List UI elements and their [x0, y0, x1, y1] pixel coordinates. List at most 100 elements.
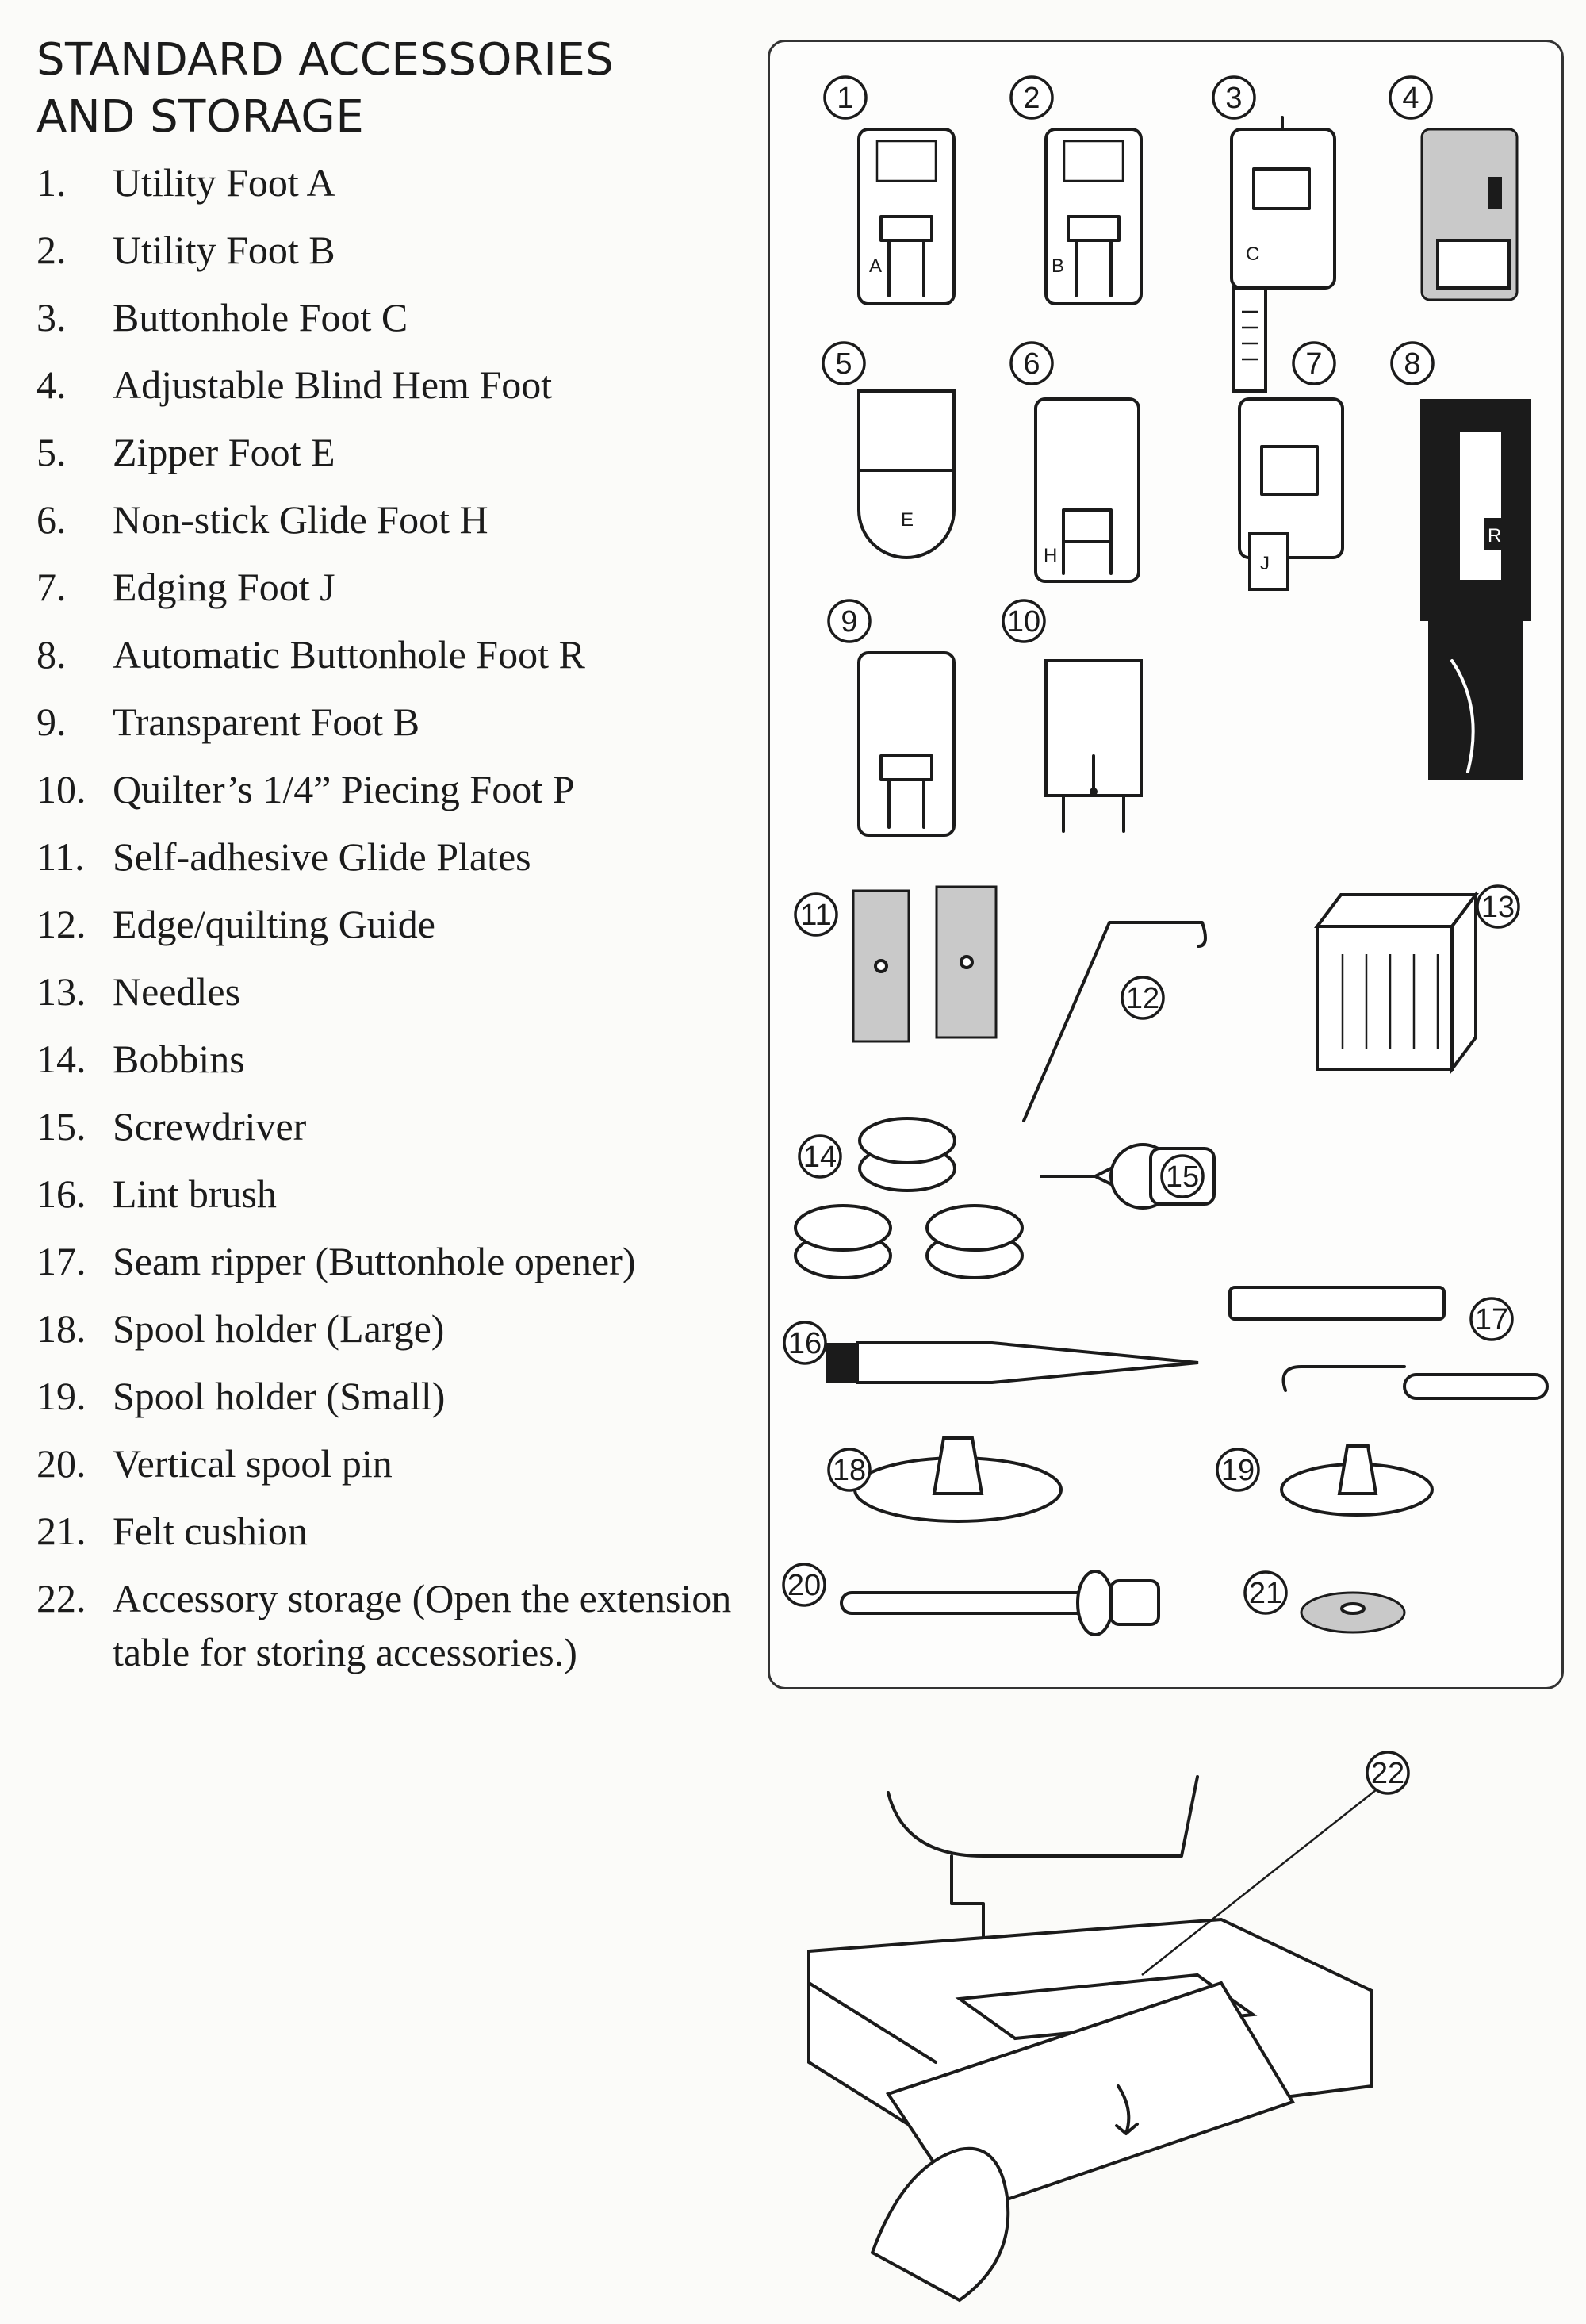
list-item: 4.Adjustable Blind Hem Foot: [36, 358, 750, 425]
svg-text:3: 3: [1225, 82, 1242, 115]
callout-19: 19: [1216, 1448, 1260, 1492]
machine-head-outline: [887, 1775, 1199, 1858]
item-name: Accessory storage (Open the extension ta…: [113, 1576, 732, 1674]
item-number: 5.: [36, 430, 67, 474]
list-item: 19.Spool holder (Small): [36, 1369, 750, 1436]
item-number: 1.: [36, 160, 67, 205]
item-name: Adjustable Blind Hem Foot: [113, 362, 553, 407]
svg-text:19: 19: [1221, 1454, 1255, 1487]
item-number: 15.: [36, 1104, 86, 1149]
quilting-foot-p-illustration: [1044, 659, 1143, 833]
list-item: 1. Utility Foot A: [36, 155, 750, 223]
svg-text:16: 16: [788, 1327, 822, 1360]
item-name: Screwdriver: [113, 1104, 307, 1149]
quilting-guide-illustration: [1022, 921, 1207, 1122]
utility-foot-a-illustration: A: [857, 128, 956, 305]
svg-text:10: 10: [1007, 605, 1040, 639]
foot-letter-c: C: [1246, 244, 1259, 265]
foot-letter-h: H: [1044, 545, 1057, 566]
open-arrow-icon: [1115, 2084, 1139, 2135]
item-name: Spool holder (Small): [113, 1374, 446, 1418]
svg-text:14: 14: [803, 1141, 837, 1174]
blind-hem-foot-illustration: [1420, 128, 1519, 301]
spool-holder-large-illustration: [853, 1436, 1063, 1523]
foot-letter-r: R: [1488, 525, 1501, 546]
item-name: Utility Foot A: [113, 160, 335, 205]
list-item: 8.Automatic Buttonhole Foot R: [36, 627, 750, 695]
callout-13: 13: [1476, 884, 1520, 929]
list-item: 22. Accessory storage (Open the extension…: [36, 1571, 750, 1738]
glide-plates-illustration: [852, 885, 998, 1043]
callout-1: 1: [823, 75, 868, 120]
callout-16: 16: [783, 1321, 827, 1365]
svg-text:9: 9: [841, 605, 857, 639]
item-name: Automatic Buttonhole Foot R: [113, 632, 585, 677]
item-number: 14.: [36, 1037, 86, 1081]
edging-foot-j-illustration: J: [1238, 397, 1344, 591]
callout-22-leader: [1141, 1780, 1389, 1976]
item-number: 7.: [36, 565, 67, 609]
list-item: 13. Needles: [36, 964, 750, 1032]
svg-text:7: 7: [1305, 347, 1322, 381]
item-name: Edge/quilting Guide: [113, 902, 435, 946]
list-item: 12. Edge/quilting Guide: [36, 897, 750, 964]
item-number: 6.: [36, 497, 67, 542]
item-number: 3.: [36, 295, 67, 339]
spool-holder-small-illustration: [1280, 1444, 1434, 1517]
callout-5: 5: [822, 341, 866, 385]
item-number: 22.: [36, 1576, 86, 1620]
list-item: 17. Seam ripper (Buttonhole opener): [36, 1234, 750, 1302]
item-name: Utility Foot B: [113, 228, 335, 272]
svg-text:11: 11: [800, 899, 831, 932]
list-item: 7.Edging Foot J: [36, 560, 750, 627]
item-name: Transparent Foot B: [113, 700, 420, 744]
item-name: Zipper Foot E: [113, 430, 335, 474]
heading-line-2: AND STORAGE: [36, 91, 365, 143]
zipper-foot-e-illustration: E: [857, 389, 956, 559]
callout-17: 17: [1469, 1297, 1514, 1341]
callout-20: 20: [782, 1563, 826, 1607]
item-name: Felt cushion: [113, 1509, 308, 1553]
accessories-illustration: A B C: [782, 75, 1549, 1636]
lint-brush-illustration: [826, 1341, 1199, 1384]
item-number: 10.: [36, 767, 86, 811]
callout-8: 8: [1390, 341, 1435, 385]
item-number: 13.: [36, 969, 86, 1014]
seam-ripper-illustration: [1228, 1286, 1549, 1400]
svg-text:8: 8: [1404, 347, 1420, 381]
svg-text:21: 21: [1249, 1577, 1282, 1610]
list-item: 20.Vertical spool pin: [36, 1436, 750, 1504]
svg-text:12: 12: [1126, 982, 1159, 1015]
svg-text:15: 15: [1166, 1160, 1199, 1194]
item-name: Seam ripper (Buttonhole opener): [113, 1239, 636, 1283]
svg-text:1: 1: [837, 82, 853, 115]
svg-text:5: 5: [835, 347, 852, 381]
item-number: 12.: [36, 902, 86, 946]
presser-bar: [950, 1854, 985, 1953]
item-name: Quilter’s 1/4” Piecing Foot P: [113, 767, 575, 811]
list-item: 2.Utility Foot B: [36, 223, 750, 290]
page-heading: STANDARD ACCESSORIES AND STORAGE: [36, 32, 750, 146]
svg-text:20: 20: [787, 1569, 821, 1602]
callout-9: 9: [827, 599, 872, 643]
heading-line-1: STANDARD ACCESSORIES: [36, 34, 615, 86]
list-item: 14. Bobbins: [36, 1032, 750, 1099]
svg-text:2: 2: [1023, 82, 1040, 115]
callout-11: 11: [794, 892, 838, 937]
item-name: Bobbins: [113, 1037, 245, 1081]
item-number: 17.: [36, 1239, 86, 1283]
callout-6: 6: [1009, 341, 1054, 385]
callout-7: 7: [1292, 341, 1336, 385]
list-item: 9.Transparent Foot B: [36, 695, 750, 762]
transparent-foot-b-illustration: [857, 651, 956, 837]
item-name: Needles: [113, 969, 241, 1014]
utility-foot-b-illustration: B: [1044, 128, 1143, 305]
svg-text:13: 13: [1481, 891, 1515, 924]
callout-18: 18: [827, 1448, 872, 1492]
callout-3: 3: [1212, 75, 1256, 120]
callout-22: 22: [1366, 1751, 1410, 1795]
svg-text:22: 22: [1371, 1757, 1404, 1790]
callout-21: 21: [1243, 1570, 1288, 1615]
buttonhole-foot-c-illustration: C: [1230, 116, 1336, 393]
